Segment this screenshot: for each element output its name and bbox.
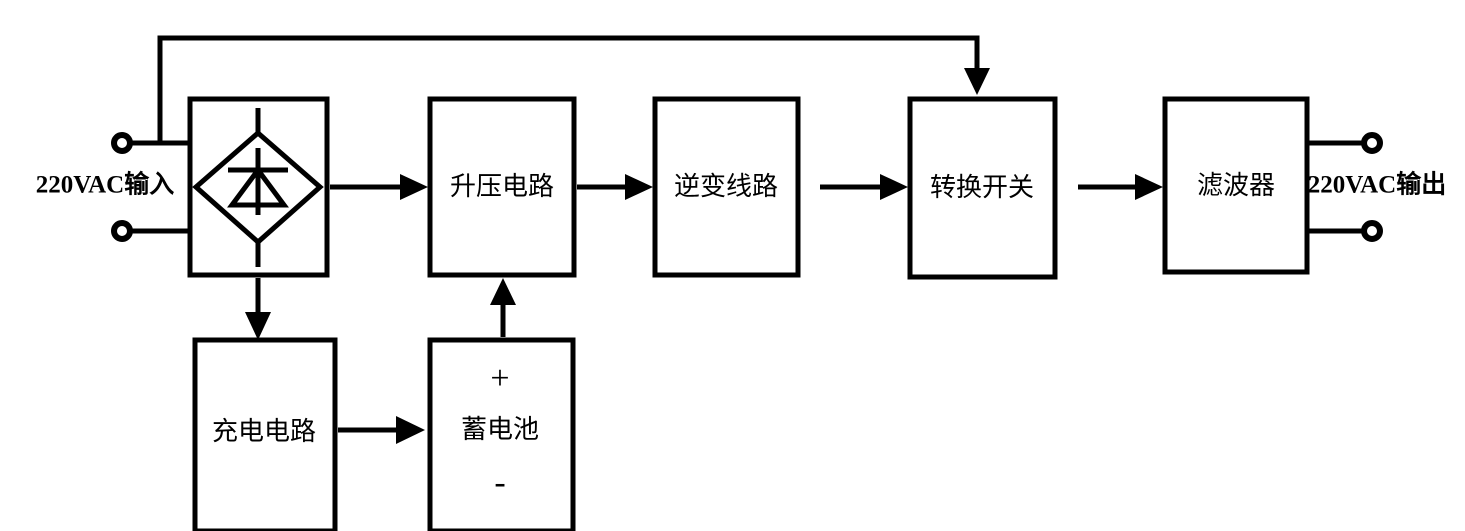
arrow-rectifier-to-charger [245,278,271,340]
output-terminals [1307,132,1383,242]
arrow-inverter-to-switch [820,174,908,200]
charger-label: 充电电路 [212,417,316,446]
input-terminal-top [111,132,133,154]
output-terminal-top [1361,132,1383,154]
arrow-rectifier-to-boost [330,174,428,200]
battery-minus-label: - [494,464,505,501]
boost-label: 升压电路 [450,172,554,201]
filter-box [1162,96,1310,275]
input-terminals [111,132,190,242]
block-transfer-switch[interactable]: 转换开关 [907,96,1058,280]
inverter-label: 逆变线路 [674,172,778,201]
bypass-path [157,35,990,143]
block-rectifier[interactable] [187,96,330,278]
block-battery[interactable]: + 蓄电池 - [427,337,576,531]
arrow-switch-to-filter [1078,174,1163,200]
arrow-charger-to-battery [338,416,425,444]
boost-box [427,96,577,278]
inverter-box [652,96,801,278]
arrow-battery-to-boost [490,278,516,337]
block-boost[interactable]: 升压电路 [427,96,577,278]
block-inverter[interactable]: 逆变线路 [652,96,801,278]
filter-label: 滤波器 [1197,171,1275,200]
battery-label: 蓄电池 [461,415,539,444]
output-terminal-bottom [1361,220,1383,242]
block-charger[interactable]: 充电电路 [192,337,338,531]
output-port-label: 220VAC输出 [1308,170,1446,199]
bridge-rectifier-icon [192,108,324,267]
charger-box [192,337,338,531]
arrow-boost-to-inverter [577,174,653,200]
transfer-switch-box [907,96,1058,280]
battery-plus-label: + [490,360,509,397]
bypass-arrowhead [964,68,990,95]
block-filter[interactable]: 滤波器 [1162,96,1310,275]
battery-box [427,337,576,531]
input-terminal-bottom [111,220,133,242]
transfer-switch-label: 转换开关 [930,173,1034,202]
input-port-label: 220VAC输入 [36,170,174,199]
